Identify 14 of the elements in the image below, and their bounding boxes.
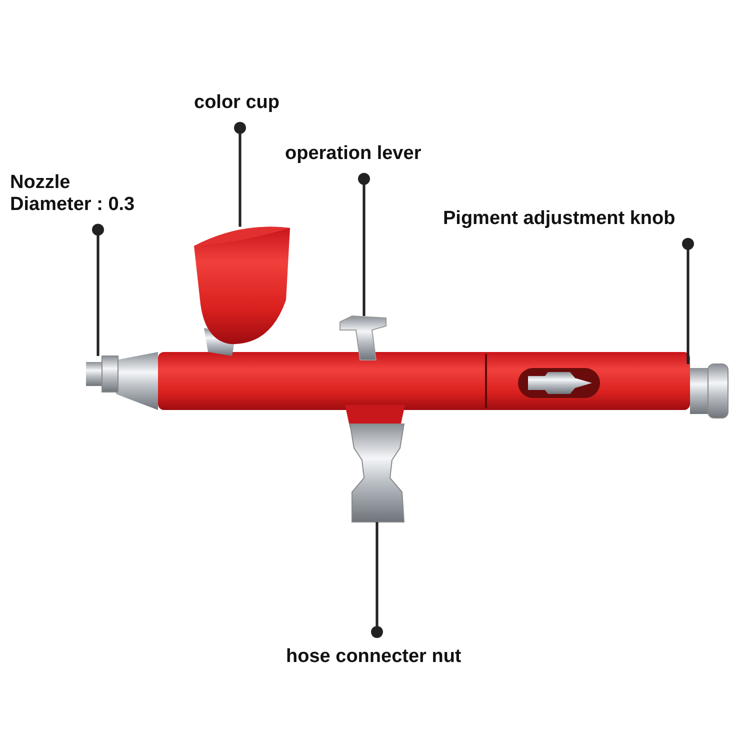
part-label: Pigment adjustment knob — [443, 208, 676, 230]
part-label: color cup — [194, 92, 280, 114]
color-cup-drawing — [194, 226, 290, 356]
leader-line — [371, 522, 383, 638]
part-label: operation lever — [285, 143, 422, 165]
leader-line — [682, 238, 694, 364]
knob-drawing — [690, 364, 728, 418]
part-label: Nozzle Diameter : 0.3 — [10, 172, 150, 216]
lever-drawing — [340, 316, 386, 360]
hose-nut-drawing — [349, 424, 405, 522]
nozzle-drawing — [86, 356, 118, 392]
leader-line — [234, 122, 246, 227]
part-label: hose connecter nut — [286, 646, 462, 668]
leader-line — [358, 172, 370, 316]
